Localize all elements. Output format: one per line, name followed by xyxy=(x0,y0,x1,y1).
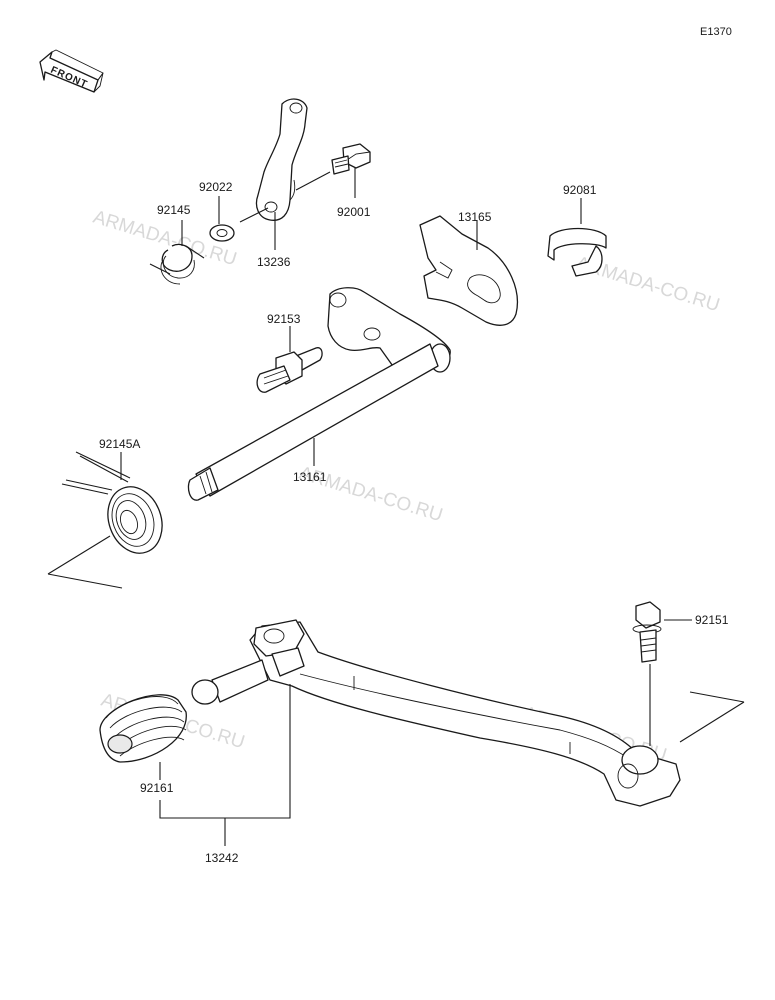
label-92161: 92161 xyxy=(140,781,174,795)
diagram-code: E1370 xyxy=(700,26,732,38)
label-92145a: 92145A xyxy=(99,437,140,451)
label-92001: 92001 xyxy=(337,205,371,219)
washer-92022 xyxy=(209,224,235,242)
label-92081: 92081 xyxy=(563,183,597,197)
bolt-92001 xyxy=(331,143,371,175)
label-13242: 13242 xyxy=(205,851,239,865)
label-92151: 92151 xyxy=(695,613,729,627)
label-13165: 13165 xyxy=(458,210,492,224)
spring-92145 xyxy=(149,243,205,285)
shift-shaft-13161 xyxy=(187,287,451,501)
bolt-92151 xyxy=(632,601,662,663)
label-13161: 13161 xyxy=(293,470,327,484)
pedal-rubber-92161 xyxy=(99,694,187,763)
spring-92145a xyxy=(61,451,163,554)
pin-92153 xyxy=(256,347,323,393)
front-arrow-icon: FRONT xyxy=(39,49,104,93)
bracket-13236 xyxy=(255,98,308,221)
plate-13165 xyxy=(419,215,518,326)
label-92022: 92022 xyxy=(199,180,233,194)
label-92153: 92153 xyxy=(267,312,301,326)
shift-pedal-13242 xyxy=(191,619,681,807)
label-13236: 13236 xyxy=(257,255,291,269)
clip-92081 xyxy=(547,227,607,277)
label-92145: 92145 xyxy=(157,203,191,217)
